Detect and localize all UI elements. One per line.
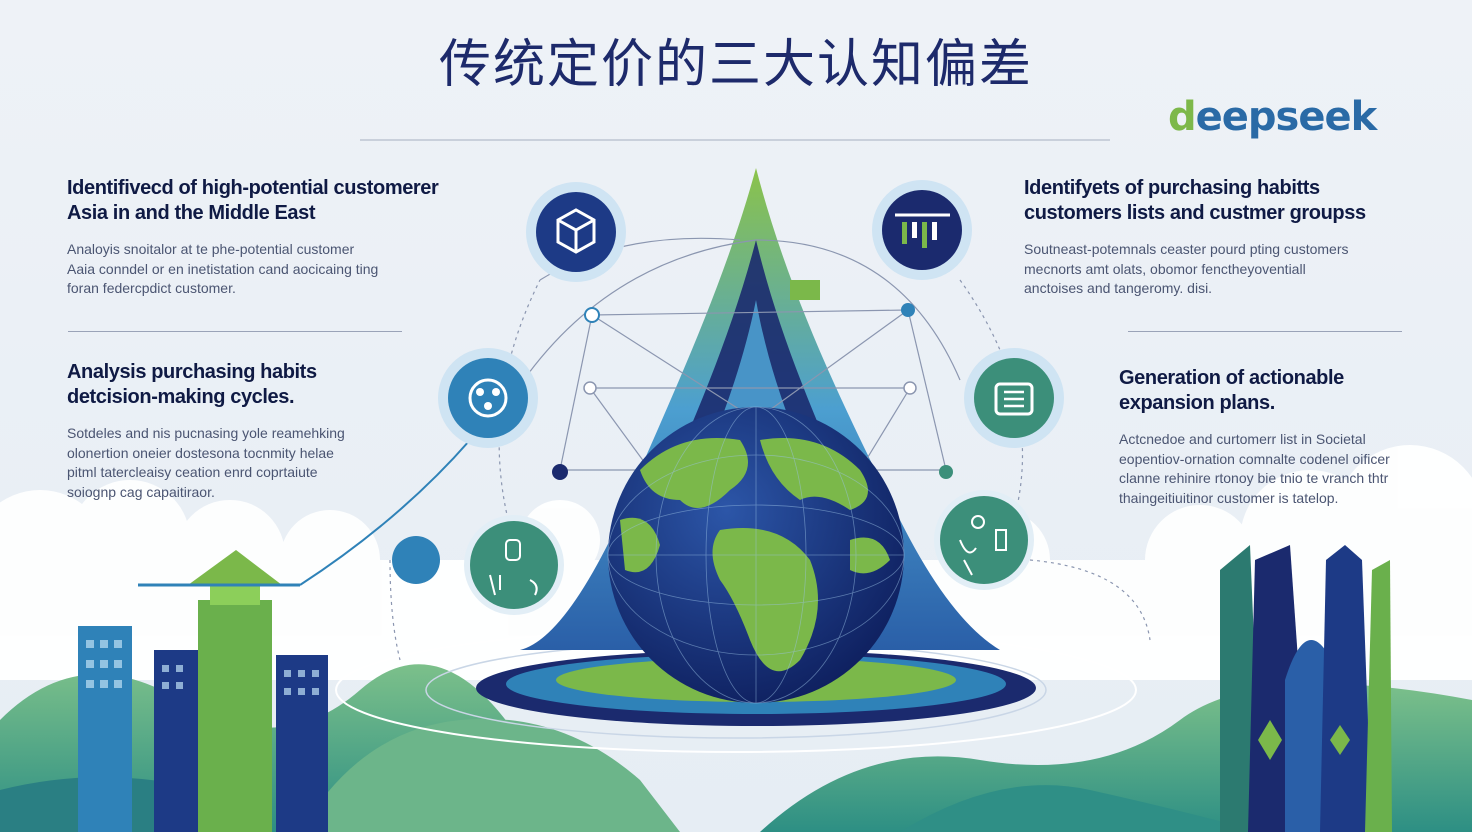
deepseek-logo: deepseek [1168, 94, 1378, 140]
block-heading: Analysis purchasing habits detcision-mak… [67, 360, 467, 410]
left-city [78, 439, 471, 832]
bar-chart-icon [872, 180, 972, 280]
body-line-4: soiognp cag capaitiraor. [67, 483, 215, 500]
divider-right [1128, 331, 1402, 332]
body-line-2: mecnorts amt olats, obomor fenctheyovent… [1024, 260, 1306, 277]
body-line-3: clanne rehinire rtonoy bie tnio te vranc… [1119, 470, 1389, 486]
block-body: Actcnedoe and curtomerr list in Societal… [1119, 430, 1459, 508]
heading-line-1: Analysis purchasing habits [67, 361, 317, 383]
right-city [1220, 545, 1392, 832]
heading-line-1: Identifivecd of high-potential customere… [67, 177, 439, 199]
body-line-1: Soutneast-potemnals ceaster pourd pting … [1024, 241, 1349, 257]
block-heading: Generation of actionable expansion plans… [1119, 366, 1459, 416]
block-top-right: Identifyets of purchasing habitts custom… [1024, 176, 1444, 299]
page-title: 传统定价的三大认知偏差 [438, 35, 1033, 95]
cube-icon [526, 182, 626, 282]
body-line-2: Aaia conndel or en inetistation cand aoc… [67, 260, 379, 277]
body-line-1: Sotdeles and nis pucnasing yole reamehki… [67, 425, 345, 441]
block-mid-left: Analysis purchasing habits detcision-mak… [67, 360, 467, 502]
heading-line-2: expansion plans. [1119, 392, 1275, 414]
block-body: Soutneast-potemnals ceaster pourd pting … [1024, 240, 1444, 299]
body-line-2: olonertion oneier dostesona tocnmity hel… [67, 444, 334, 461]
block-body: Sotdeles and nis pucnasing yole reamehki… [67, 424, 467, 502]
list-icon [964, 348, 1064, 448]
block-mid-right: Generation of actionable expansion plans… [1119, 366, 1459, 508]
body-line-3: pitml tatercleaisy ceation enrd coprtaiu… [67, 464, 318, 480]
divider-left [68, 331, 402, 332]
logo-first-letter: d [1168, 94, 1197, 140]
heading-line-2: detcision-making cycles. [67, 386, 295, 408]
globe-icon [607, 406, 905, 704]
block-top-left: Identifivecd of high-potential customere… [67, 176, 487, 299]
body-line-3: foran federcpdict customer. [67, 280, 236, 296]
body-line-1: Analoyis snoitalor at te phe-potential c… [67, 241, 355, 257]
heading-line-2: Asia in and the Middle East [67, 202, 316, 224]
logo-rest: eepseek [1195, 94, 1378, 140]
block-body: Analoyis snoitalor at te phe-potential c… [67, 240, 487, 299]
globe-network-icon [438, 348, 538, 448]
block-heading: Identifyets of purchasing habitts custom… [1024, 176, 1444, 226]
robot-icon [464, 515, 564, 615]
body-line-4: thaingeitiuitinor customer is tatelop. [1119, 489, 1339, 506]
heading-line-1: Generation of actionable [1119, 367, 1344, 389]
heading-line-1: Identifyets of purchasing habitts [1024, 177, 1320, 199]
body-line-1: Actcnedoe and curtomerr list in Societal [1119, 431, 1366, 447]
body-line-2: eopentiov-ornation comnalte codenel oifi… [1119, 450, 1390, 467]
heading-line-2: customers lists and custmer groupss [1024, 202, 1366, 224]
body-line-3: anctoises and tangeromy. disi. [1024, 280, 1213, 296]
block-heading: Identifivecd of high-potential customere… [67, 176, 487, 226]
network-nodes [392, 303, 953, 584]
gears-icon [934, 490, 1034, 590]
